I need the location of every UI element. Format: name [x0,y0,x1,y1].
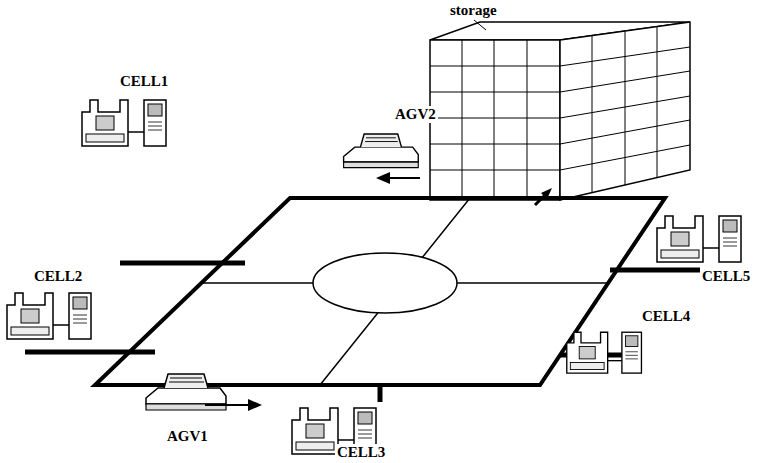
part-label: CELL1 [118,73,170,90]
part-label: CELL5 [700,268,752,285]
part-label: storage [448,2,499,19]
part-label: CELL4 [640,308,692,325]
part-label: CELL2 [32,268,84,285]
part-label: CELL3 [335,444,387,461]
part-label: AGV1 [165,428,210,445]
part-label: AGV2 [393,106,438,123]
